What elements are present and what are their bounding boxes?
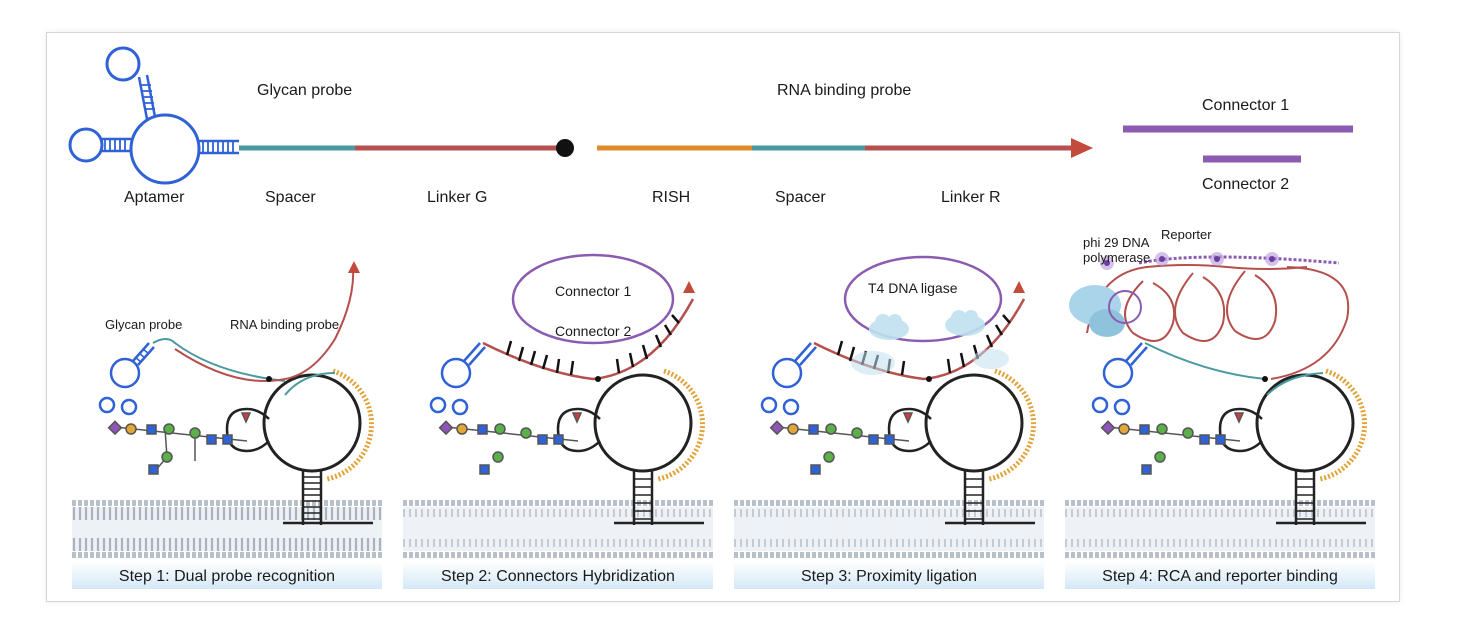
rna-probe-line: [284, 266, 355, 380]
membrane-2: [403, 500, 713, 558]
reporter-strand: [1138, 255, 1340, 265]
linker-g-label: Linker G: [427, 189, 487, 206]
connector-circle: [511, 253, 675, 345]
ligase-label: T4 DNA ligase: [868, 280, 958, 296]
polymerase-label-line1: phi 29 DNA: [1083, 235, 1150, 250]
rna-stem-loop: [225, 373, 373, 525]
rna-binding-probe-title: RNA binding probe: [777, 82, 911, 99]
panel-step-1: Step 1: Dual probe recognition: [72, 261, 382, 589]
bound-aptamer-4: [1091, 342, 1148, 416]
glycan-probe-title: Glycan probe: [257, 82, 352, 99]
figure-frame: Glycan probe RNA binding probe Aptamer S…: [46, 32, 1400, 602]
polymerase-icon: [1069, 285, 1142, 337]
connector-1-loop-label: Connector 1: [555, 283, 631, 299]
diagram-canvas: Glycan probe RNA binding probe Aptamer S…: [68, 46, 1375, 589]
glycan-chain-4: [1100, 412, 1245, 475]
rish-label: RISH: [652, 189, 690, 206]
polymerase-label-line2: polymerase: [1083, 250, 1150, 265]
membrane-3: [734, 500, 1044, 558]
glycan-chain-3: [769, 412, 914, 475]
glycan-chain-2: [438, 412, 583, 475]
step-1-caption: Step 1: Dual probe recognition: [119, 568, 335, 585]
connector-circle-3: [843, 255, 1003, 343]
caption-band-4: [1065, 561, 1375, 589]
aptamer-structure: [68, 46, 239, 185]
step-4-caption: Step 4: RCA and reporter binding: [1102, 568, 1338, 585]
step-2-caption: Step 2: Connectors Hybridization: [441, 568, 675, 585]
bound-aptamer: [98, 342, 155, 416]
caption-band-2: [403, 561, 713, 589]
ligase-cloud-icon: [851, 310, 1009, 375]
linker-end-dot: [556, 139, 574, 157]
panel-step-4: Step 4: RCA and reporter binding: [1065, 227, 1375, 589]
arrowhead: [1071, 138, 1093, 158]
step-3-caption: Step 3: Proximity ligation: [801, 568, 977, 585]
caption-band-3: [734, 561, 1044, 589]
caption-band: [72, 561, 382, 589]
rish-hybrid: [326, 368, 374, 482]
connector-2-label: Connector 2: [1202, 176, 1289, 193]
membrane-4: [1065, 500, 1375, 558]
panel-step-2: Step 2: Connectors Hybridization: [403, 253, 713, 589]
membrane: [72, 500, 382, 558]
spacer-label: Spacer: [265, 189, 316, 206]
reporter-label: Reporter: [1161, 227, 1212, 242]
glycan-chain: [107, 412, 252, 475]
glycan-probe-line: [152, 338, 286, 382]
rna-binding-probe-label: RNA binding probe: [230, 317, 339, 332]
rna-stem-loop-3: [887, 373, 1035, 525]
connector-1-label: Connector 1: [1202, 97, 1289, 114]
panel-step-3: Step 3: Proximity ligation: [734, 255, 1044, 589]
linker-r-label: Linker R: [941, 189, 1001, 206]
aptamer-label: Aptamer: [124, 189, 185, 206]
rna-stem-loop-2: [556, 373, 704, 525]
glycan-probe-label: Glycan probe: [105, 317, 182, 332]
reporter-icon: [1100, 252, 1279, 270]
spacer-2-label: Spacer: [775, 189, 826, 206]
bound-aptamer-2: [429, 342, 486, 416]
bound-aptamer-3: [760, 342, 817, 416]
connector-2-loop-label: Connector 2: [555, 323, 631, 339]
